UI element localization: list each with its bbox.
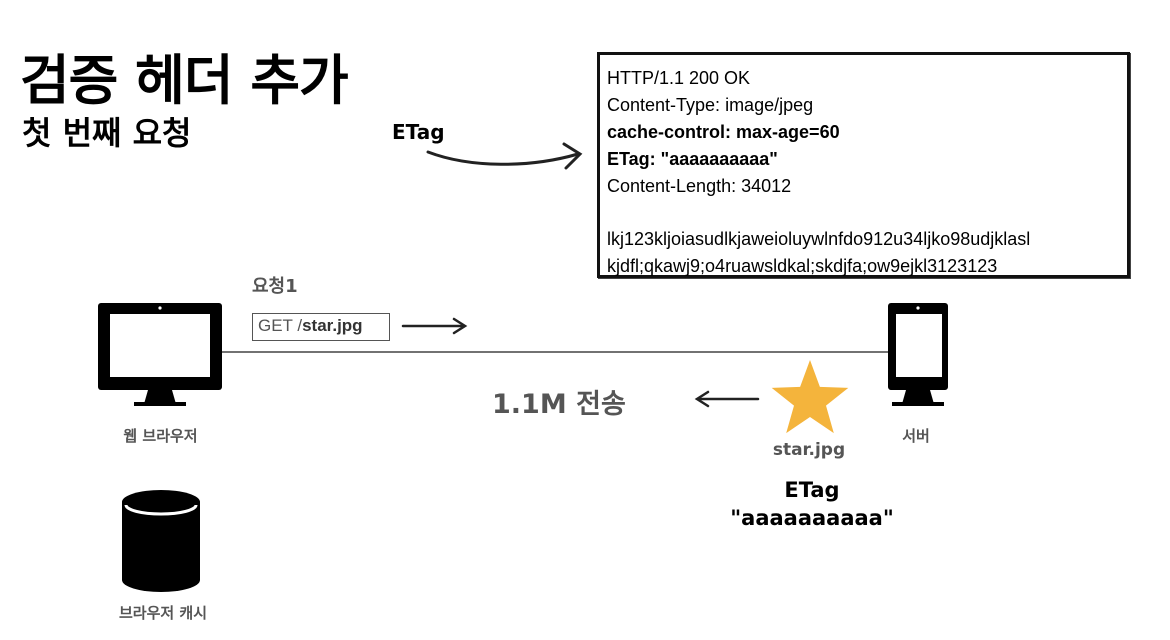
http-response-box: HTTP/1.1 200 OK Content-Type: image/jpeg… [597, 52, 1130, 278]
response-arrow [694, 390, 760, 408]
server-monitor-icon [888, 303, 948, 406]
etag-arrow-label: ETag [392, 120, 445, 144]
response-body-line-1: lkj123kljoiasudlkjaweioluywlnfdo912u34lj… [607, 229, 1031, 249]
response-content-length: Content-Length: 34012 [607, 176, 792, 196]
page-title: 검증 헤더 추가 [20, 49, 349, 112]
page-subtitle: 첫 번째 요청 [22, 114, 192, 152]
browser-monitor-icon [98, 303, 222, 406]
server-etag-label: ETag [784, 478, 840, 502]
server-label: 서버 [902, 427, 930, 445]
transfer-label: 1.1M 전송 [492, 389, 626, 420]
response-cache-control: cache-control: max-age=60 [607, 122, 840, 142]
star-icon [771, 360, 849, 434]
response-status-line: HTTP/1.1 200 OK [607, 68, 751, 88]
request-box: GET /star.jpg [252, 313, 390, 341]
etag-curved-arrow [426, 142, 583, 170]
response-etag: ETag: "aaaaaaaaaa" [607, 149, 778, 169]
request-method: GET / [258, 316, 303, 335]
request-arrow [401, 317, 468, 335]
cache-label: 브라우저 캐시 [118, 604, 208, 622]
server-etag: ETag "aaaaaaaaaa" [720, 476, 904, 532]
response-content-type: Content-Type: image/jpeg [607, 95, 814, 115]
server-etag-value: "aaaaaaaaaa" [730, 506, 894, 530]
response-body-line-2: kjdfl;qkawj9;o4ruawsldkal;skdjfa;ow9ejkl… [607, 256, 998, 276]
request-label: 요청1 [252, 276, 298, 297]
request-path: star.jpg [302, 316, 363, 335]
cache-database-icon [122, 490, 200, 592]
resource-label: star.jpg [772, 440, 846, 460]
browser-label: 웹 브라우저 [123, 427, 198, 445]
